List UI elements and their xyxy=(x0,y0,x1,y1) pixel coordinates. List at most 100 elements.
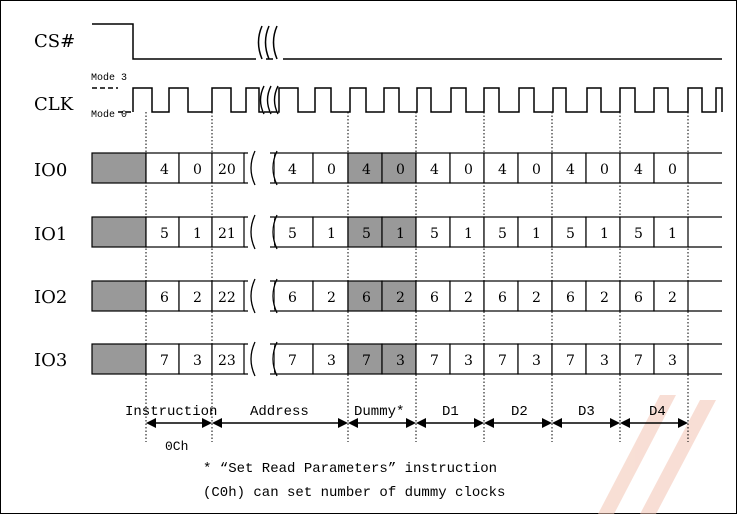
bus-cell-value: 5 xyxy=(288,226,297,242)
bus-cell-value: 2 xyxy=(668,290,677,306)
bus-cell-value: 0 xyxy=(532,162,541,178)
label-io1: IO1 xyxy=(34,224,67,245)
phase-dummy-label: Dummy* xyxy=(354,404,404,420)
phase-d3-label: D3 xyxy=(578,404,595,420)
bus-cell xyxy=(211,152,245,184)
bus-cell-value: 2 xyxy=(396,290,405,306)
bus-cell xyxy=(653,152,689,184)
phase-arrow xyxy=(552,418,620,428)
bus-cell xyxy=(178,343,213,375)
bus-cell xyxy=(178,280,213,312)
bus-cell xyxy=(517,216,553,248)
bus-cell xyxy=(381,216,417,248)
bus-cell-value: 0 xyxy=(600,162,609,178)
bus-cell-value: 4 xyxy=(160,162,169,178)
bus-break-mark xyxy=(250,341,256,377)
bus-cell xyxy=(381,343,417,375)
bus-break-mark xyxy=(272,214,278,250)
label-io0: IO0 xyxy=(34,160,67,181)
clk-break-mark xyxy=(266,85,272,115)
bus-tail xyxy=(688,280,722,312)
bus-break-stub xyxy=(244,152,274,184)
label-mode3: Mode 3 xyxy=(91,72,127,84)
bus-cell-value: 0 xyxy=(327,162,336,178)
label-io3: IO3 xyxy=(34,350,67,371)
bus-cell-value: 7 xyxy=(160,353,169,369)
opcode-label: 0Ch xyxy=(165,439,188,454)
bus-break-stub xyxy=(244,280,274,312)
bus-cell-value: 4 xyxy=(288,162,297,178)
bus-cell-value: 6 xyxy=(288,290,297,306)
bus-cell-value: 4 xyxy=(634,162,643,178)
bus-cell-value: 1 xyxy=(327,226,336,242)
bus-cell-value: 22 xyxy=(218,290,236,306)
bus-cell xyxy=(585,343,621,375)
bus-break-mark xyxy=(272,150,278,186)
watermark xyxy=(598,395,716,514)
bus-tail xyxy=(688,343,722,375)
bus-cell xyxy=(517,280,553,312)
phase-d1-label: D1 xyxy=(442,404,459,420)
phase-instruction-label: Instruction xyxy=(125,404,217,420)
bus-cell-value: 7 xyxy=(288,353,297,369)
bus-undefined-block xyxy=(91,216,147,248)
bus-cell-value: 7 xyxy=(498,353,507,369)
bus-break-stub xyxy=(244,343,274,375)
phase-arrow xyxy=(416,418,484,428)
bus-cell-value: 0 xyxy=(668,162,677,178)
bus-break-gap xyxy=(245,343,274,375)
phase-arrow xyxy=(620,418,688,428)
bus-cell-value: 2 xyxy=(464,290,473,306)
bus-cell-value: 7 xyxy=(430,353,439,369)
bus-cell xyxy=(483,152,519,184)
bus-break-mark xyxy=(250,214,256,250)
clk-waveform xyxy=(92,85,723,115)
bus-cell xyxy=(551,343,587,375)
bus-break-gap xyxy=(245,216,274,248)
bus-cell xyxy=(449,280,485,312)
bus-cell xyxy=(347,343,383,375)
bus-cell-value: 1 xyxy=(532,226,541,242)
bus-cell-value: 5 xyxy=(498,226,507,242)
bus-cell xyxy=(145,216,180,248)
bus-cell-value: 6 xyxy=(634,290,643,306)
phase-arrows xyxy=(146,418,688,428)
bus-cell-value: 23 xyxy=(218,353,236,369)
bus-cell xyxy=(347,152,383,184)
bus-cell-value: 7 xyxy=(634,353,643,369)
clk-pulse-train xyxy=(132,87,723,113)
bus-cell-value: 5 xyxy=(430,226,439,242)
bus-cell-value: 6 xyxy=(160,290,169,306)
bus-cell xyxy=(178,152,213,184)
bus-cell-value: 5 xyxy=(566,226,575,242)
bus-cell-value: 3 xyxy=(532,353,541,369)
clk-mode-dashes xyxy=(92,87,133,113)
bus-cell-value: 1 xyxy=(464,226,473,242)
bus-cell xyxy=(381,280,417,312)
bus-cell xyxy=(653,280,689,312)
bus-cell-value: 1 xyxy=(193,226,202,242)
phase-address-label: Address xyxy=(250,404,309,420)
bus-undefined-block xyxy=(91,343,147,375)
label-mode0: Mode 0 xyxy=(91,109,127,121)
bus-cell-value: 7 xyxy=(362,353,371,369)
bus-break-mark xyxy=(272,278,278,314)
bus-cell-value: 6 xyxy=(430,290,439,306)
label-clk: CLK xyxy=(34,94,74,115)
bus-cell xyxy=(517,152,553,184)
bus-break-mark xyxy=(250,278,256,314)
phase-arrow xyxy=(484,418,552,428)
bus-tail xyxy=(688,152,722,184)
bus-cell xyxy=(449,343,485,375)
footnote-line-1: * “Set Read Parameters” instruction xyxy=(203,461,497,477)
bus-cell-value: 4 xyxy=(498,162,507,178)
bus-cell-value: 1 xyxy=(668,226,677,242)
bus-cell-value: 5 xyxy=(160,226,169,242)
bus-cell xyxy=(619,343,655,375)
bus-undefined-block xyxy=(91,280,147,312)
